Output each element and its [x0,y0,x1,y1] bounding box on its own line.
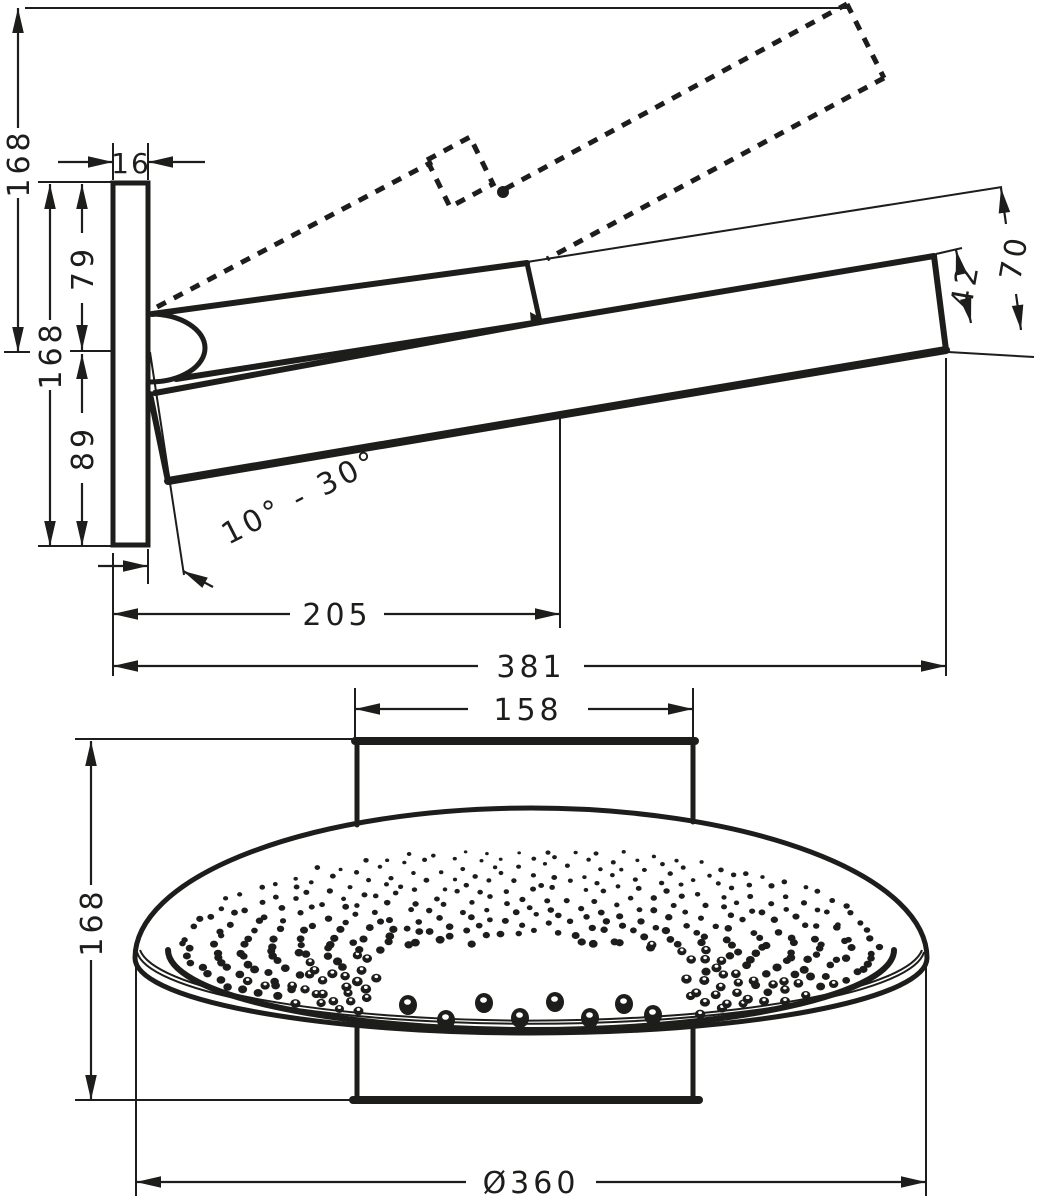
bottom-view-drawing: 158 168 Ø360 [75,688,930,1200]
dim-head-diameter: Ø360 [136,1166,926,1200]
dim-label-158: 158 [493,693,562,728]
shower-head-profile [147,253,950,485]
dim-label-79: 79 [66,245,101,291]
pivot-joint [147,311,208,385]
dim-label-381: 381 [496,650,565,685]
dim-label-plate-depth: 16 [111,147,151,180]
mounting-bracket [349,737,703,1104]
wall-plate [110,180,151,548]
dim-label-89: 89 [66,425,101,471]
dim-plate-depth: 16 [58,147,205,180]
dim-label-70: 70 [993,232,1035,284]
dim-label-overall-height: 168 [2,128,37,197]
dim-label-diameter: Ø360 [483,1166,580,1200]
extension-lines [4,7,1035,676]
dim-wall-to-end: 381 [113,650,946,685]
shower-head-disc [132,805,930,1036]
dim-head-edge-thickness: 42 [944,249,987,324]
dim-bracket-width: 158 [355,693,693,728]
extension-lines-bottom [75,688,927,1196]
spray-face-edge [165,947,897,1033]
dim-label-205: 205 [302,598,371,633]
dim-label-168-bottom: 168 [75,887,110,956]
dim-label-42: 42 [944,260,986,312]
dim-wall-to-center: 205 [113,598,560,633]
dim-label-plate-height: 168 [34,320,69,389]
dim-pivot-to-plate-top: 79 [66,184,101,350]
dim-bracket-height: 168 [75,741,110,1100]
dim-plate-height: 168 [34,184,69,546]
raised-position-outline [155,1,887,310]
rim-ring-outer [136,951,925,1025]
side-view-drawing: 168 16 168 79 89 [2,1,1036,685]
dim-overall-height: 168 [2,8,37,352]
dim-pivot-to-plate-bottom: 89 [66,354,101,546]
dim-head-end-height: 70 [993,187,1036,331]
spray-nozzle-dots [179,850,884,1030]
